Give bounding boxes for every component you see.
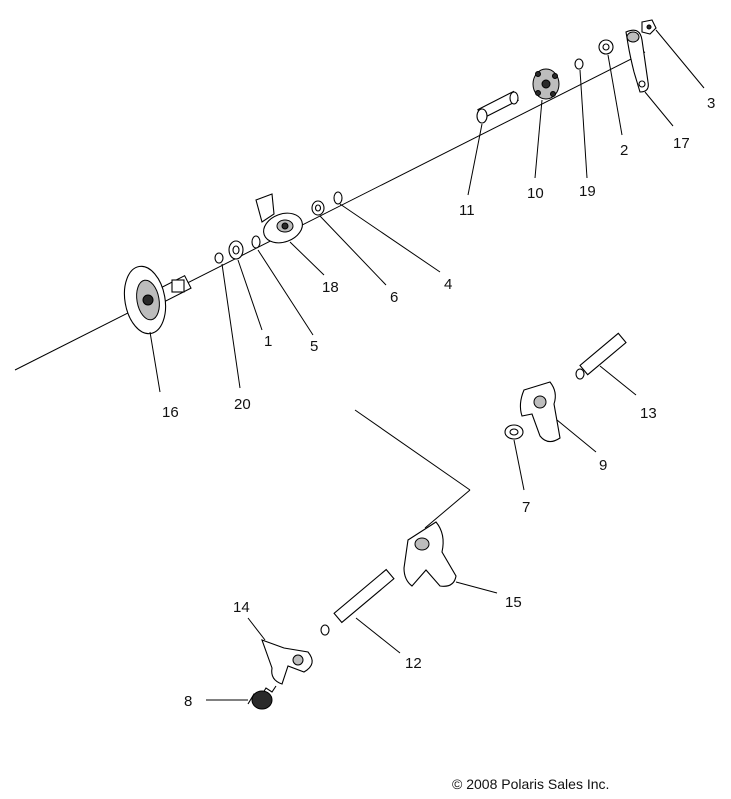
- callout-13: 13: [640, 405, 657, 422]
- callout-17: 17: [673, 135, 690, 152]
- callout-14: 14: [233, 599, 250, 616]
- part-17-shift-arm: [625, 29, 649, 93]
- part-12-rod: [320, 568, 395, 636]
- callout-19: 19: [579, 183, 596, 200]
- part-16-shift-drum: [123, 265, 192, 335]
- callout-9: 9: [599, 457, 607, 474]
- part-8-spring: [247, 685, 277, 710]
- callout-16: 16: [162, 404, 179, 421]
- part-6-washer: [311, 200, 325, 216]
- part-4-clip: [333, 191, 343, 205]
- part-1-washer: [228, 240, 244, 260]
- part-19-ring: [574, 58, 584, 70]
- callout-15: 15: [505, 594, 522, 611]
- part-9-shift-fork: [519, 381, 561, 443]
- callout-7: 7: [522, 499, 530, 516]
- callout-10: 10: [527, 185, 544, 202]
- callout-5: 5: [310, 338, 318, 355]
- callout-20: 20: [234, 396, 251, 413]
- callout-11: 11: [459, 202, 475, 219]
- lower-shaft-axis-line: [354, 409, 471, 491]
- part-10-star-gear: [532, 68, 560, 100]
- part-18-cam: [255, 193, 303, 244]
- part-14-fork: [261, 639, 313, 685]
- main-shaft-axis-line: [14, 51, 646, 371]
- part-11-shaft: [476, 90, 519, 124]
- part-3-nut: [641, 19, 657, 35]
- lower-shaft-axis-line-2: [424, 489, 471, 529]
- callout-6: 6: [390, 289, 398, 306]
- part-7-clip: [504, 424, 524, 440]
- callout-12: 12: [405, 655, 422, 672]
- part-20-ring: [214, 252, 224, 264]
- callout-18: 18: [322, 279, 339, 296]
- callout-2: 2: [620, 142, 628, 159]
- part-13-rod: [575, 332, 627, 380]
- part-2-washer: [598, 39, 614, 55]
- copyright-notice: © 2008 Polaris Sales Inc.: [452, 776, 610, 792]
- leader-lines: [149, 29, 705, 701]
- part-15-shift-fork: [403, 521, 457, 587]
- callout-3: 3: [707, 95, 715, 112]
- callout-4: 4: [444, 276, 452, 293]
- callout-1: 1: [264, 333, 272, 350]
- part-5-ring: [251, 235, 261, 249]
- callout-8: 8: [184, 693, 192, 710]
